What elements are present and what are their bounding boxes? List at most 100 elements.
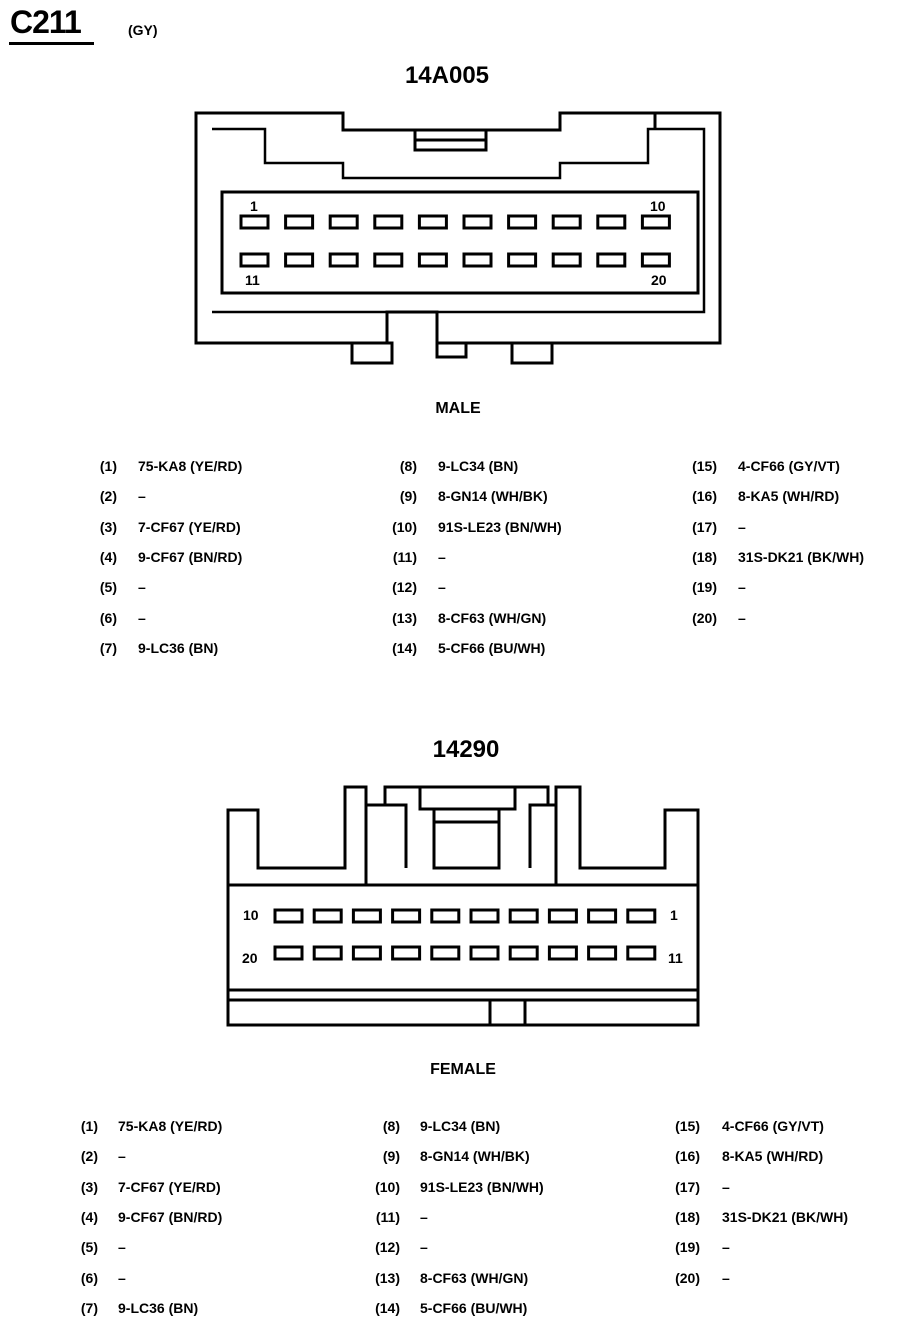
pin-number: (6) <box>80 1269 98 1286</box>
pin-cavity <box>391 908 422 924</box>
pin-number: (10) <box>392 518 417 535</box>
pin-cavity <box>417 252 448 268</box>
pin-cavity <box>273 945 304 961</box>
pin-number: (19) <box>675 1239 700 1256</box>
pin-circuit: 7-CF67 (YE/RD) <box>118 1178 221 1195</box>
pin-number: (17) <box>675 1178 700 1195</box>
pin-cavity <box>507 214 538 230</box>
pin-cavity <box>469 908 500 924</box>
pin-cavity <box>551 252 582 268</box>
pin-cavity <box>551 214 582 230</box>
female-label: FEMALE <box>430 1061 496 1078</box>
pin-number: (14) <box>392 639 417 656</box>
pin-number: (16) <box>675 1148 700 1165</box>
pin-cavity <box>587 945 618 961</box>
pin-cavity <box>469 945 500 961</box>
pin-number: (3) <box>99 518 117 535</box>
pin-number: (13) <box>392 609 417 626</box>
pin-circuit: – <box>722 1269 730 1286</box>
pin-circuit: – <box>138 488 146 505</box>
pin-circuit: – <box>118 1148 126 1165</box>
pin-cavity <box>462 252 493 268</box>
pin-circuit: 9-LC36 (BN) <box>118 1299 199 1316</box>
pin-circuit: 75-KA8 (YE/RD) <box>138 458 243 474</box>
male-pin-label-20: 20 <box>651 272 667 288</box>
pin-number: (7) <box>80 1299 98 1316</box>
pin-number: (9) <box>399 488 417 505</box>
pin-circuit: 8-KA5 (WH/RD) <box>738 488 840 505</box>
pin-cavity <box>587 908 618 924</box>
pin-number: (5) <box>80 1239 98 1256</box>
pin-cavity <box>391 945 422 961</box>
pin-circuit: 31S-DK21 (BK/WH) <box>738 548 865 565</box>
pin-cavity <box>508 945 539 961</box>
pin-circuit: 9-LC36 (BN) <box>138 639 219 656</box>
title-underline <box>9 42 94 45</box>
pin-circuit: 4-CF66 (GY/VT) <box>738 458 840 474</box>
pin-number: (5) <box>99 579 117 596</box>
pin-cavity <box>351 945 382 961</box>
female-pin-label-1: 1 <box>670 907 678 923</box>
female-pin-label-10: 10 <box>243 907 259 923</box>
pin-circuit: 9-CF67 (BN/RD) <box>118 1208 223 1225</box>
pin-cavity <box>430 908 461 924</box>
pin-circuit: – <box>420 1239 428 1256</box>
pin-circuit: – <box>738 609 746 626</box>
male-pin-label-11: 11 <box>245 272 260 288</box>
pin-circuit: 7-CF67 (YE/RD) <box>138 518 241 535</box>
pin-circuit: 31S-DK21 (BK/WH) <box>722 1208 849 1225</box>
connector-color: (GY) <box>128 22 158 38</box>
pin-cavity <box>239 214 270 230</box>
pin-circuit: – <box>722 1178 730 1195</box>
pin-circuit: – <box>438 579 446 596</box>
pin-number: (20) <box>692 609 717 626</box>
pin-circuit: – <box>738 518 746 535</box>
pin-circuit: 9-LC34 (BN) <box>438 458 519 474</box>
pin-number: (8) <box>382 1118 400 1134</box>
pin-circuit: 91S-LE23 (BN/WH) <box>438 518 562 535</box>
pin-number: (11) <box>392 548 417 565</box>
pin-number: (3) <box>80 1178 98 1195</box>
pin-number: (4) <box>99 548 117 565</box>
pin-circuit: – <box>438 548 446 565</box>
pin-cavity <box>547 945 578 961</box>
pin-number: (12) <box>392 579 417 596</box>
pin-circuit: 9-LC34 (BN) <box>420 1118 501 1134</box>
pin-cavity <box>640 252 671 268</box>
pin-cavity <box>284 252 315 268</box>
pin-number: (17) <box>692 518 717 535</box>
male-pin-label-10: 10 <box>650 198 666 214</box>
female-pin-label-20: 20 <box>242 950 258 966</box>
pin-circuit: 8-GN14 (WH/BK) <box>438 488 548 505</box>
pin-cavity <box>417 214 448 230</box>
pin-number: (20) <box>675 1269 700 1286</box>
pin-cavity <box>284 214 315 230</box>
pin-cavity <box>626 908 657 924</box>
female-part-number: 14290 <box>432 736 500 763</box>
connector-id: C211 <box>10 4 82 40</box>
pin-number: (15) <box>692 458 717 474</box>
pin-cavity <box>373 214 404 230</box>
pin-number: (10) <box>375 1178 400 1195</box>
pin-cavity <box>328 214 359 230</box>
male-label: MALE <box>435 400 481 417</box>
pin-cavity <box>507 252 538 268</box>
pin-number: (9) <box>382 1148 400 1165</box>
pin-cavity <box>640 214 671 230</box>
pin-cavity <box>373 252 404 268</box>
pin-number: (1) <box>80 1118 98 1134</box>
pin-number: (12) <box>375 1239 400 1256</box>
pin-number: (14) <box>375 1299 400 1316</box>
pin-cavity <box>239 252 270 268</box>
pin-circuit: – <box>138 609 146 626</box>
pin-cavity <box>328 252 359 268</box>
pin-circuit: – <box>420 1208 428 1225</box>
pin-circuit: 8-CF63 (WH/GN) <box>438 609 547 626</box>
pin-circuit: – <box>138 579 146 596</box>
pin-cavity <box>508 908 539 924</box>
pin-number: (19) <box>692 579 717 596</box>
pin-circuit: 4-CF66 (GY/VT) <box>722 1118 824 1134</box>
pin-circuit: 8-CF63 (WH/GN) <box>420 1269 529 1286</box>
pin-cavity <box>626 945 657 961</box>
